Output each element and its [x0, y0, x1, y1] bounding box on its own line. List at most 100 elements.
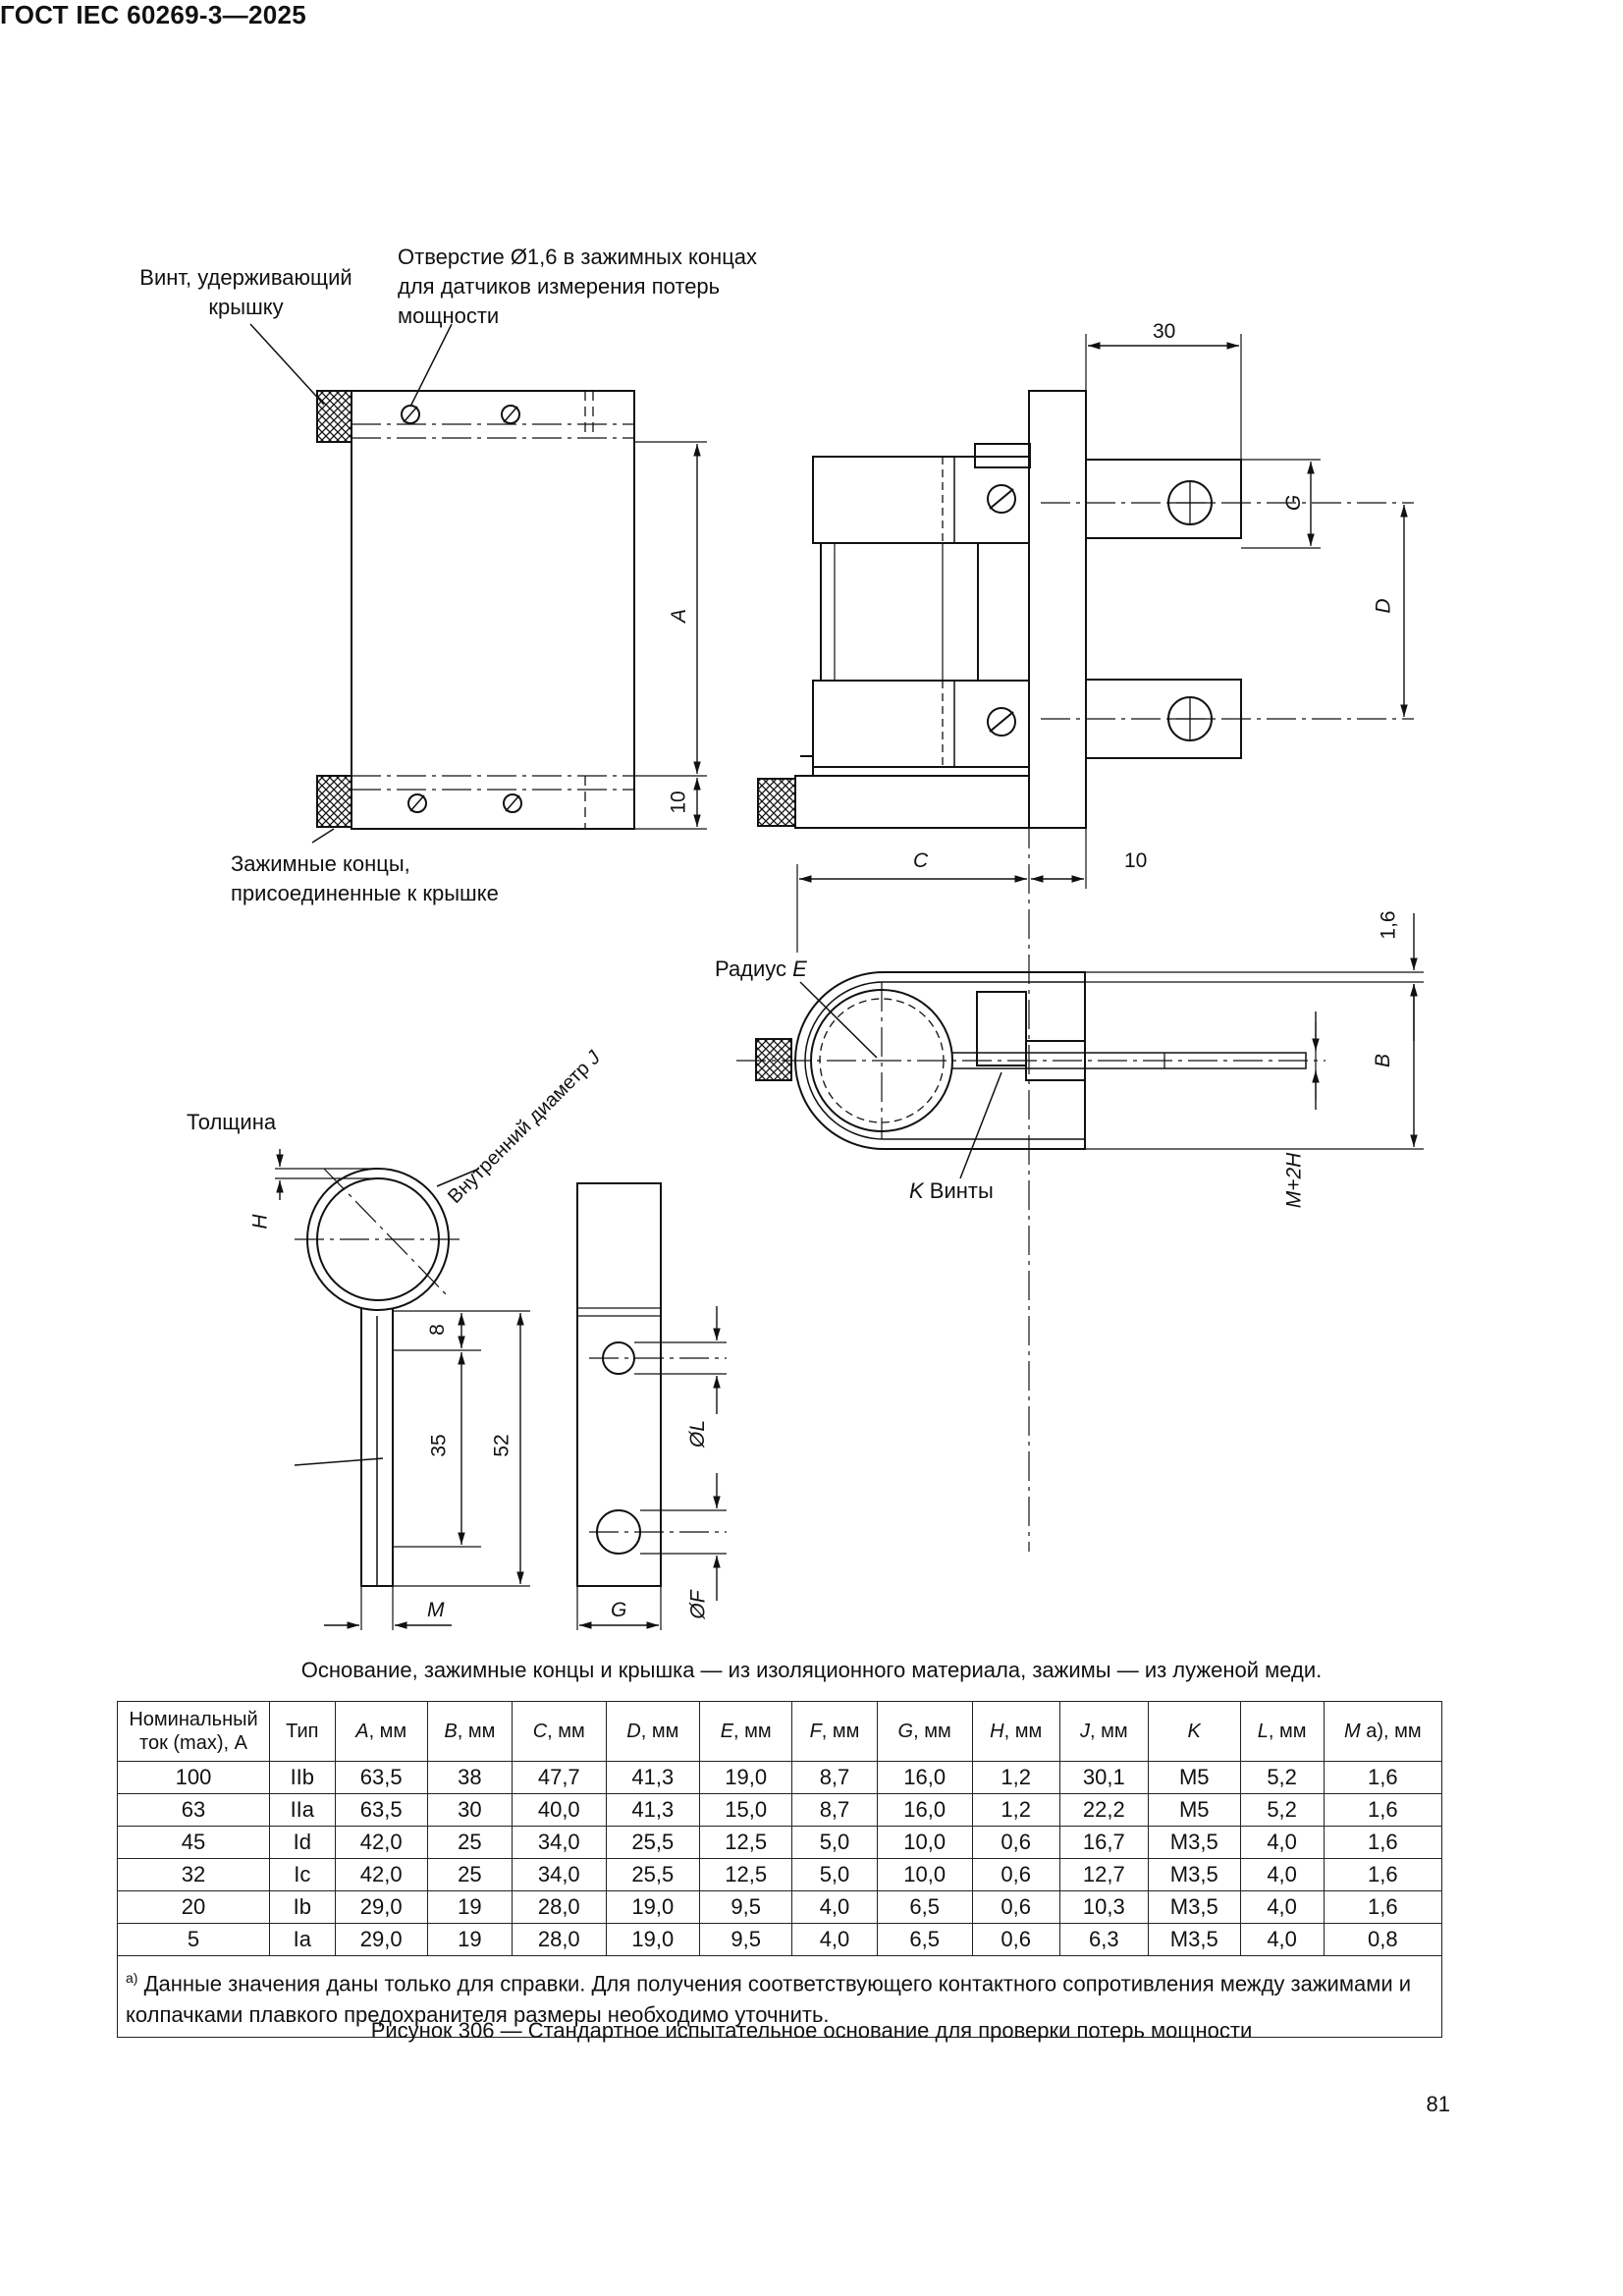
table-cell: 1,6 — [1323, 1793, 1443, 1827]
table-cell: 63,5 — [334, 1761, 428, 1794]
table-header-cell: M а), мм — [1323, 1701, 1443, 1762]
table-cell: 10,0 — [876, 1858, 973, 1891]
table-cell: 9,5 — [699, 1890, 793, 1924]
table-cell: 1,2 — [971, 1793, 1060, 1827]
table-cell: 16,0 — [876, 1761, 973, 1794]
table-cell: IIa — [269, 1793, 336, 1827]
table-cell: 0,8 — [1323, 1923, 1443, 1956]
table-cell: 10,3 — [1058, 1890, 1149, 1924]
table-cell: 15,0 — [699, 1793, 793, 1827]
figure-caption: Рисунок 306 — Стандартное испытательное … — [370, 2018, 1253, 2043]
dim-M: M — [427, 1599, 445, 1621]
table-header-cell: A, мм — [334, 1701, 428, 1762]
table-header-cell: K — [1147, 1701, 1241, 1762]
table-header-cell: L, мм — [1239, 1701, 1325, 1762]
table-cell: 32 — [117, 1858, 270, 1891]
table-header-cell: E, мм — [699, 1701, 793, 1762]
table-cell: 16,7 — [1058, 1826, 1149, 1859]
table-header-cell: D, мм — [605, 1701, 701, 1762]
table-cell: 42,0 — [334, 1858, 428, 1891]
dim-D: D — [1372, 598, 1395, 614]
table-cell: M3,5 — [1147, 1858, 1241, 1891]
table-cell: 6,5 — [876, 1923, 973, 1956]
table-cell: 25 — [426, 1826, 513, 1859]
table-cell: 0,6 — [971, 1890, 1060, 1924]
table-header-cell: C, мм — [511, 1701, 607, 1762]
table-cell: 5,2 — [1239, 1761, 1325, 1794]
table-cell: 47,7 — [511, 1761, 607, 1794]
table-cell: 4,0 — [791, 1923, 878, 1956]
table-footnote: а) Данные значения даны только для справ… — [117, 1954, 1442, 2039]
dim-8: 8 — [425, 1324, 449, 1336]
dim-35: 35 — [427, 1434, 451, 1457]
dim-M-plus-2H: M+2H — [1282, 1152, 1306, 1209]
table-cell: 25 — [426, 1858, 513, 1891]
table-cell: 8,7 — [791, 1793, 878, 1827]
table-cell: 19,0 — [699, 1761, 793, 1794]
table-cell: 19,0 — [605, 1923, 701, 1956]
table-cell: 19,0 — [605, 1890, 701, 1924]
material-caption: Основание, зажимные концы и крышка — из … — [300, 1658, 1323, 1682]
clamp-side-view — [275, 1149, 530, 1630]
table-cell: 12,5 — [699, 1826, 793, 1859]
table-cell: 5,0 — [791, 1858, 878, 1891]
dim-H: H — [248, 1214, 272, 1230]
dim-G-bottom: G — [611, 1599, 627, 1621]
table-cell: 42,0 — [334, 1826, 428, 1859]
dim-30: 30 — [1153, 320, 1176, 343]
dim-52: 52 — [490, 1434, 514, 1457]
dim-F-diameter: ØF — [686, 1590, 710, 1619]
table-cell: 1,2 — [971, 1761, 1060, 1794]
table-cell: 20 — [117, 1890, 270, 1924]
label-screw-cover: Винт, удерживающий крышку — [139, 265, 352, 319]
table-cell: 4,0 — [1239, 1826, 1325, 1859]
dim-B: B — [1372, 1053, 1395, 1068]
table-cell: 16,0 — [876, 1793, 973, 1827]
table-cell: M3,5 — [1147, 1826, 1241, 1859]
table-cell: 5,2 — [1239, 1793, 1325, 1827]
table-cell: 40,0 — [511, 1793, 607, 1827]
table-cell: 1,6 — [1323, 1826, 1443, 1859]
label-radius: Радиус E — [715, 957, 807, 981]
table-cell: 19 — [426, 1923, 513, 1956]
table-cell: 25,5 — [605, 1858, 701, 1891]
table-cell: 30 — [426, 1793, 513, 1827]
table-header-cell: H, мм — [971, 1701, 1060, 1762]
table-cell: 5 — [117, 1923, 270, 1956]
table-cell: 1,6 — [1323, 1890, 1443, 1924]
dim-A: A — [668, 608, 691, 624]
table-cell: 41,3 — [605, 1793, 701, 1827]
table-header-cell: Тип — [269, 1701, 336, 1762]
table-cell: 28,0 — [511, 1890, 607, 1924]
top-right-view — [757, 334, 1414, 1552]
table-header-cell: G, мм — [876, 1701, 973, 1762]
table-header-cell: B, мм — [426, 1701, 513, 1762]
table-header-cell: F, мм — [791, 1701, 878, 1762]
table-cell: 8,7 — [791, 1761, 878, 1794]
dim-C: C — [913, 849, 929, 872]
table-cell: 6,5 — [876, 1890, 973, 1924]
table-cell: 41,3 — [605, 1761, 701, 1794]
table-cell: 45 — [117, 1826, 270, 1859]
page-number: 81 — [1426, 2092, 1450, 2116]
table-footnote-row: а) Данные значения даны только для справ… — [117, 1954, 1442, 2039]
top-left-view — [249, 323, 707, 844]
table-cell: 25,5 — [605, 1826, 701, 1859]
table-cell: 12,5 — [699, 1858, 793, 1891]
table-cell: M5 — [1147, 1761, 1241, 1794]
table-cell: 0,6 — [971, 1923, 1060, 1956]
document-header: ГОСТ IEC 60269-3—2025 — [0, 0, 306, 29]
table-cell: 34,0 — [511, 1826, 607, 1859]
table-cell: 63 — [117, 1793, 270, 1827]
dim-G: G — [1282, 494, 1306, 512]
table-cell: 0,6 — [971, 1858, 1060, 1891]
dim-10-vertical: 10 — [667, 791, 690, 814]
table-cell: Ic — [269, 1858, 336, 1891]
table-cell: 38 — [426, 1761, 513, 1794]
table-cell: M3,5 — [1147, 1923, 1241, 1956]
table-cell: M3,5 — [1147, 1890, 1241, 1924]
table-cell: 34,0 — [511, 1858, 607, 1891]
